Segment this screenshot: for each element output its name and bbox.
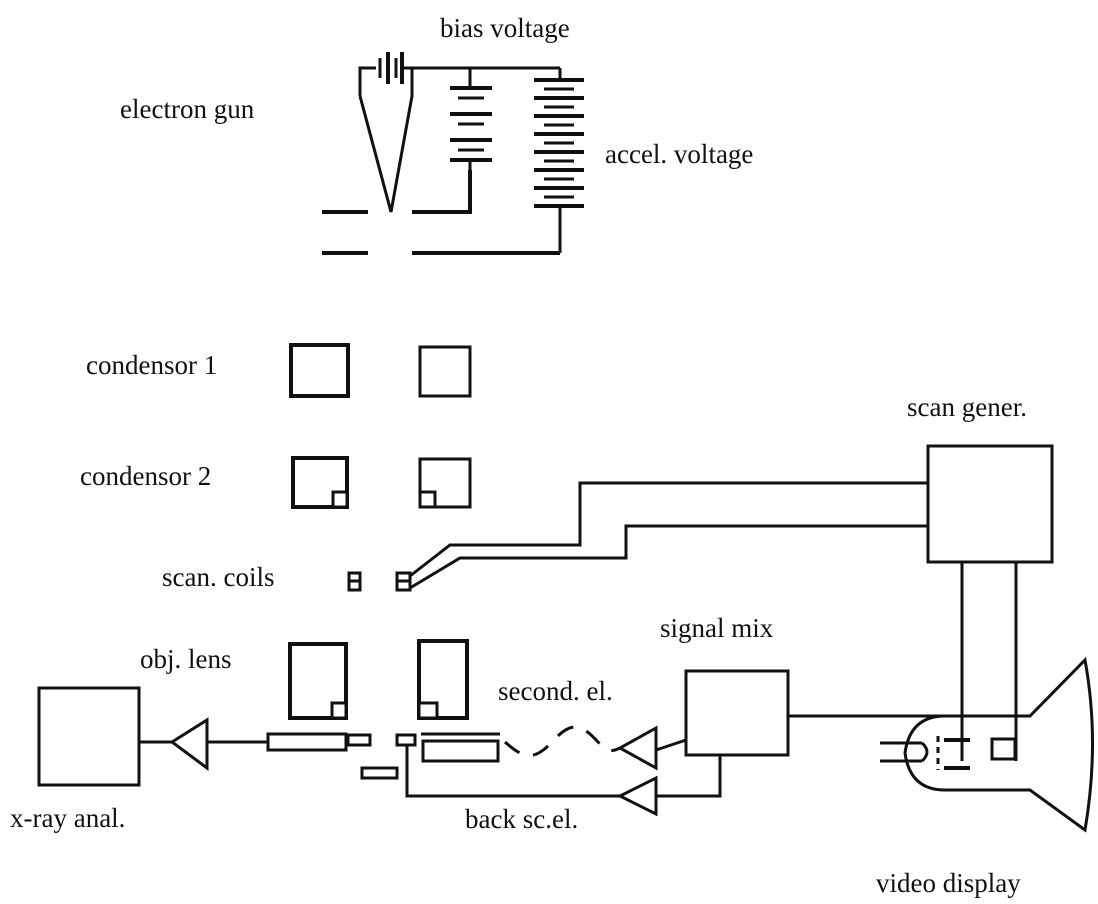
scan-coil-left [347, 571, 362, 592]
electron-gun-label: electron gun [120, 94, 255, 124]
scan-wire-lower [409, 524, 928, 590]
condensor-2-label: condensor 2 [80, 461, 211, 491]
condensor-1-label: condensor 1 [86, 350, 217, 380]
secondary-electron-detector [421, 739, 500, 763]
video-display-crt [880, 656, 1094, 833]
specimen [360, 766, 399, 780]
scan-coil-right [395, 571, 412, 592]
back-scattered-amplifier [616, 775, 658, 817]
condensor-1-left-pole [289, 343, 350, 398]
bias-battery-stack [450, 68, 492, 170]
bias-voltage-label: bias voltage [440, 13, 570, 43]
objective-lens-left-pole [288, 642, 348, 720]
accel-voltage-battery-stack [534, 68, 584, 253]
signal-mix-box [684, 669, 790, 757]
x-ray-analyzer-box [37, 686, 141, 787]
secondary-electron-amplifier [616, 725, 658, 771]
electron-gun-circuit [322, 52, 560, 255]
scan-generator-box [926, 444, 1054, 564]
second-el-label: second. el. [498, 676, 613, 706]
condensor-2-left-pole [291, 456, 349, 509]
signal-mix-label: signal mix [660, 613, 774, 643]
objective-lens-right-pole [417, 639, 469, 720]
secondary-electron-path [503, 725, 621, 757]
obj-lens-label: obj. lens [140, 644, 232, 674]
specimen-right-detector [395, 733, 417, 747]
x-ray-anal-label: x-ray anal. [10, 803, 125, 833]
electron-gun-filament [358, 68, 414, 213]
x-ray-amplifier [169, 717, 209, 771]
scan-gener-label: scan gener. [907, 392, 1027, 422]
specimen-left-detector [346, 733, 372, 747]
condensor-1-right-pole [418, 345, 472, 398]
x-ray-detector [266, 732, 348, 752]
back-sc-el-label: back sc.el. [465, 804, 578, 834]
video-display-label: video display [876, 868, 1021, 898]
back-scattered-wire [405, 745, 620, 798]
scan-coils-label: scan. coils [162, 562, 274, 592]
condensor-2-right-pole [418, 457, 472, 509]
accel-voltage-label: accel. voltage [605, 139, 753, 169]
scan-wire-upper [409, 481, 928, 578]
